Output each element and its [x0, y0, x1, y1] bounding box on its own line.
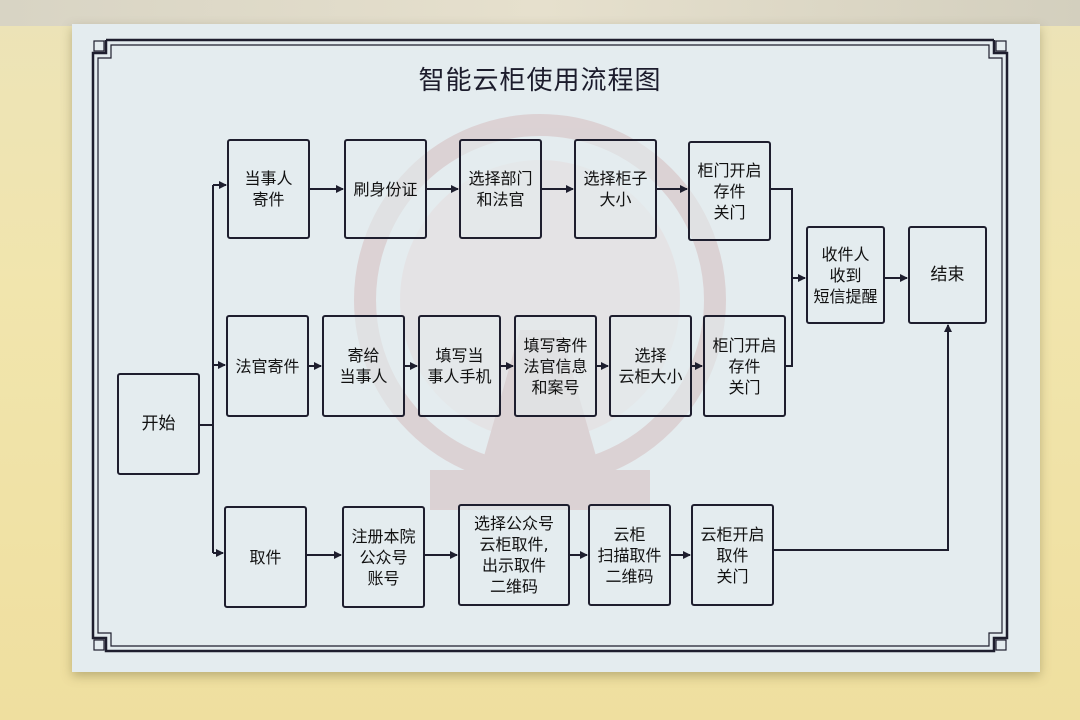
connectors: [200, 181, 952, 559]
node-sms-notify: 收件人 收到 短信提醒: [806, 226, 885, 324]
node-door-pickup: 云柜开启 取件 关门: [691, 504, 774, 606]
node-select-cabinet-size: 选择柜子 大小: [574, 139, 657, 239]
node-party-send: 当事人 寄件: [227, 139, 310, 239]
node-select-dept-judge: 选择部门 和法官: [459, 139, 542, 239]
node-pickup: 取件: [224, 506, 307, 608]
node-party-door-store: 柜门开启 存件 关门: [688, 141, 771, 241]
node-send-to-party: 寄给 当事人: [322, 315, 405, 417]
flowchart-title: 智能云柜使用流程图: [418, 66, 662, 96]
node-show-pickup-qr: 选择公众号 云柜取件, 出示取件 二维码: [458, 504, 570, 606]
node-enter-party-phone: 填写当 事人手机: [418, 315, 501, 417]
node-enter-judge-info: 填写寄件 法官信息 和案号: [514, 315, 597, 417]
node-judge-door-store: 柜门开启 存件 关门: [703, 315, 786, 417]
node-select-cloud-cabinet-size: 选择 云柜大小: [609, 315, 692, 417]
wall-background: [0, 0, 1080, 26]
node-swipe-id: 刷身份证: [344, 139, 427, 239]
node-end: 结束: [908, 226, 987, 324]
node-register-account: 注册本院 公众号 账号: [342, 506, 425, 608]
node-start: 开始: [117, 373, 200, 475]
node-scan-pickup-qr: 云柜 扫描取件 二维码: [588, 504, 671, 606]
node-judge-send: 法官寄件: [226, 315, 309, 417]
decorative-border: [91, 38, 1009, 653]
